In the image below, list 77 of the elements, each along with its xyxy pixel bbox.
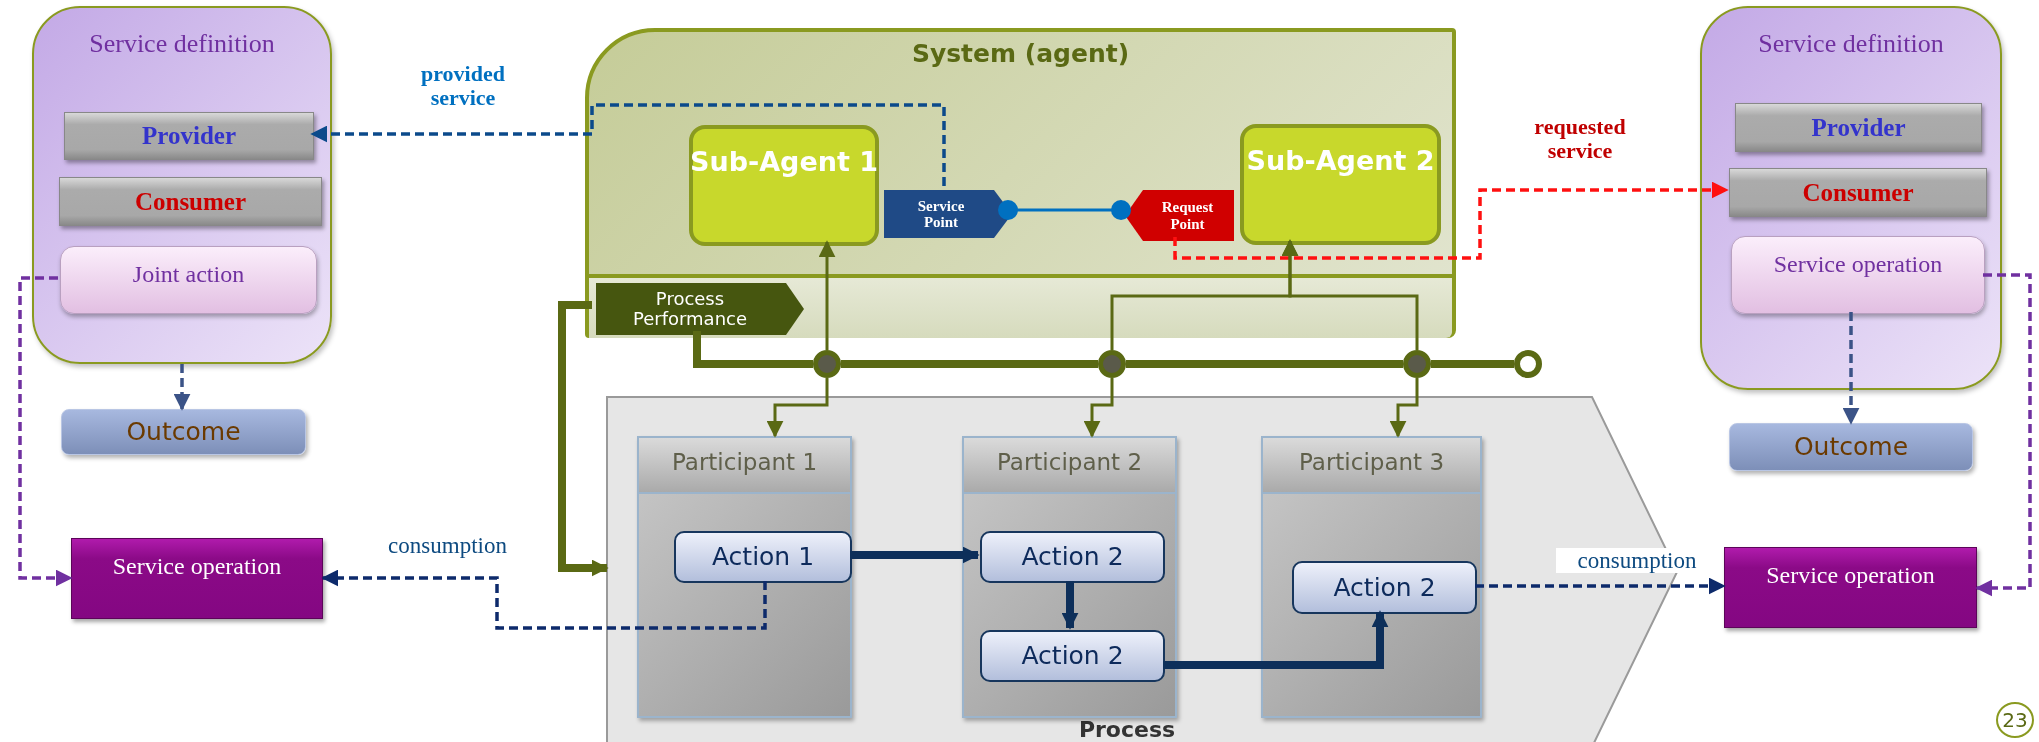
arrow [1163,610,1389,669]
box-label: Service operation [1766,562,1935,589]
arrow [18,276,73,587]
participant-lane [1261,436,1482,718]
process-title: Process [1077,717,1177,742]
lane-title: Participant 3 [1297,450,1446,476]
action-box [980,531,1165,583]
box-label: Action 2 [1021,543,1124,571]
role-label: Provider [142,122,236,150]
agent-label: Sub-Agent 2 [1246,146,1435,176]
role-bar [64,112,314,160]
operation-box [1724,547,1977,628]
arrow [1061,581,1079,630]
junction-circle [813,350,841,378]
outcome-box [1729,423,1973,471]
participant-lane [637,436,852,718]
terminator-ring [1514,350,1542,378]
page-number: 23 [1996,702,2034,738]
process-performance-tag [596,283,804,335]
arrow [310,103,946,186]
role-bar [1735,103,1982,152]
arrow [1281,239,1419,350]
arrow [321,569,767,630]
box-label: Outcome [1793,433,1909,461]
connector-line [841,360,1098,368]
arrow [1975,273,2032,597]
connector-line [1431,360,1514,368]
service-definition-panel [1700,6,2002,390]
arrow [766,378,829,438]
service-definition-panel [32,6,332,364]
action-box [1731,236,1985,314]
arrow [818,240,836,350]
arrow [1173,181,1729,260]
role-bar [1729,168,1987,217]
arrow [173,364,191,411]
box-label: Outcome [126,418,241,446]
box-label: Joint action [132,261,245,288]
agent-label: Sub-Agent 1 [689,147,879,177]
agent-box [1240,124,1441,245]
arrow [1842,312,1860,425]
box-label: Service operation [112,553,282,580]
arrow [558,301,609,577]
box-label: Action 2 [1333,573,1436,602]
lane-title: Participant 1 [670,450,819,476]
connector-line [1126,360,1403,368]
arrow [850,546,980,564]
action-box [980,630,1165,682]
arrow [1083,378,1114,438]
role-label: Provider [1811,113,1906,142]
box-label: Service operation [1773,251,1943,278]
tag-label: Request Point [1160,199,1215,232]
action-box [1292,561,1477,614]
connector-line [998,200,1131,220]
action-box [60,246,317,314]
tag-label: Service Point [916,197,966,231]
participant-lane [962,436,1177,718]
role-bar [59,177,322,226]
request-point-tag [1125,190,1234,241]
tag-label: Process Performance [631,289,749,329]
operation-box [71,538,323,619]
role-label: Consumer [134,187,247,216]
outcome-box [61,409,306,455]
role-label: Consumer [1802,178,1914,207]
container-title: System (agent) [910,40,1131,68]
agent-box [689,125,879,246]
lane-title: Participant 2 [995,450,1144,476]
junction-circle [1403,350,1431,378]
panel-title: Service definition [1757,30,1945,59]
box-label: Action 1 [711,543,815,571]
arrow [1475,577,1726,595]
panel-title: Service definition [88,30,276,59]
system-container [585,28,1456,338]
action-box [674,531,852,583]
box-label: Action 2 [1021,642,1124,670]
connector-line [693,331,813,368]
arrow [1389,378,1419,438]
junction-circle [1098,350,1126,378]
